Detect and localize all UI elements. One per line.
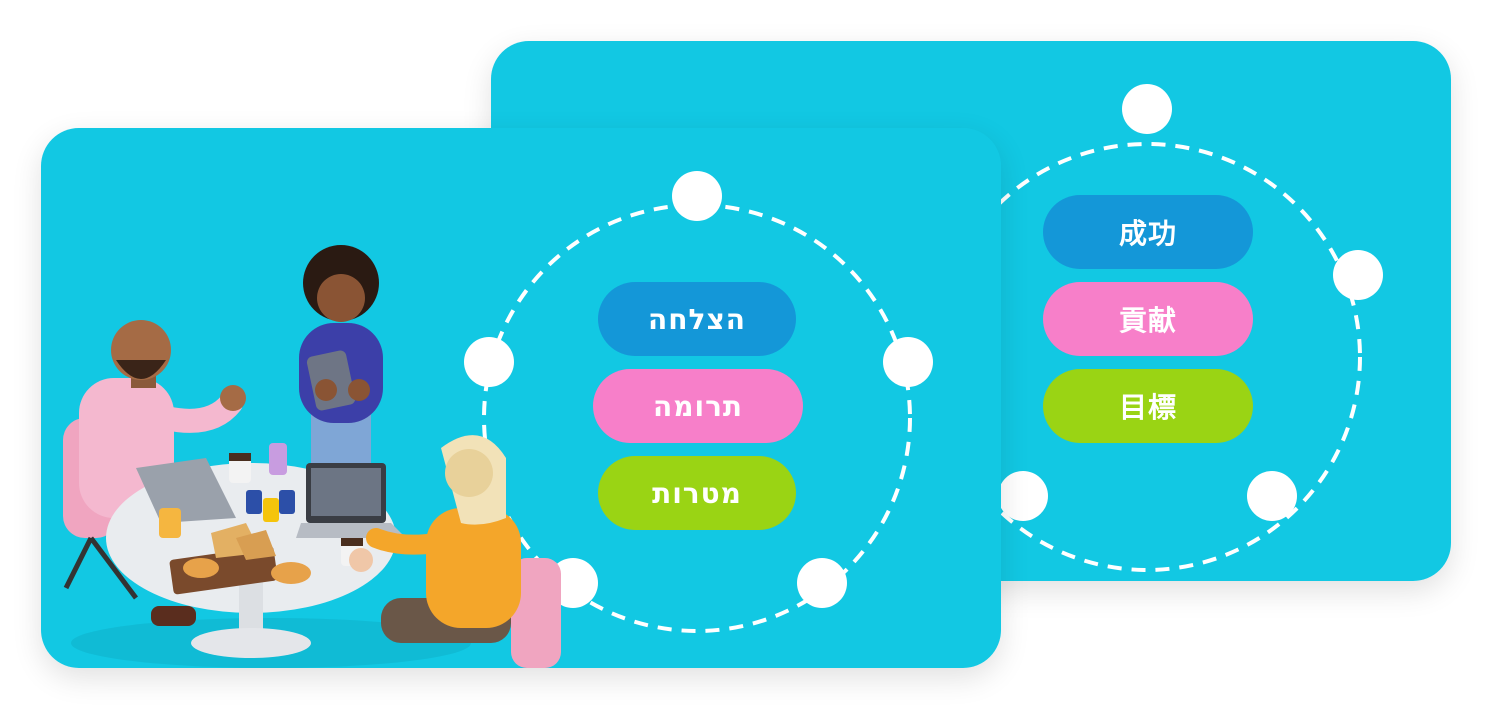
back-pill-contribution: 貢献 <box>1043 282 1253 356</box>
back-pill-goals-label: 目標 <box>1118 391 1177 424</box>
front-pill-contribution-label: תרומה <box>652 389 744 423</box>
back-ring-node-bottom-left <box>998 471 1048 521</box>
back-pill-contribution-label: 貢献 <box>1118 304 1177 337</box>
back-ring-node-right <box>1333 250 1383 300</box>
front-pill-success: הצלחה <box>598 282 796 356</box>
front-pill-contribution: תרומה <box>593 369 803 443</box>
back-pill-success: 成功 <box>1043 195 1253 269</box>
front-pill-goals-label: מטרות <box>652 476 742 510</box>
front-pill-success-label: הצלחה <box>648 302 746 336</box>
back-ring-node-top <box>1122 84 1172 134</box>
back-pill-goals: 目標 <box>1043 369 1253 443</box>
front-ring-node-right <box>883 337 933 387</box>
team-meeting-illustration <box>63 245 561 668</box>
back-ring-node-bottom-right <box>1247 471 1297 521</box>
front-ring-node-bottom-right <box>797 558 847 608</box>
front-pill-goals: מטרות <box>598 456 796 530</box>
back-pill-success-label: 成功 <box>1118 217 1177 250</box>
front-slide-card: הצלחה תרומה מטרות <box>41 128 1001 668</box>
front-ring-node-top <box>672 171 722 221</box>
